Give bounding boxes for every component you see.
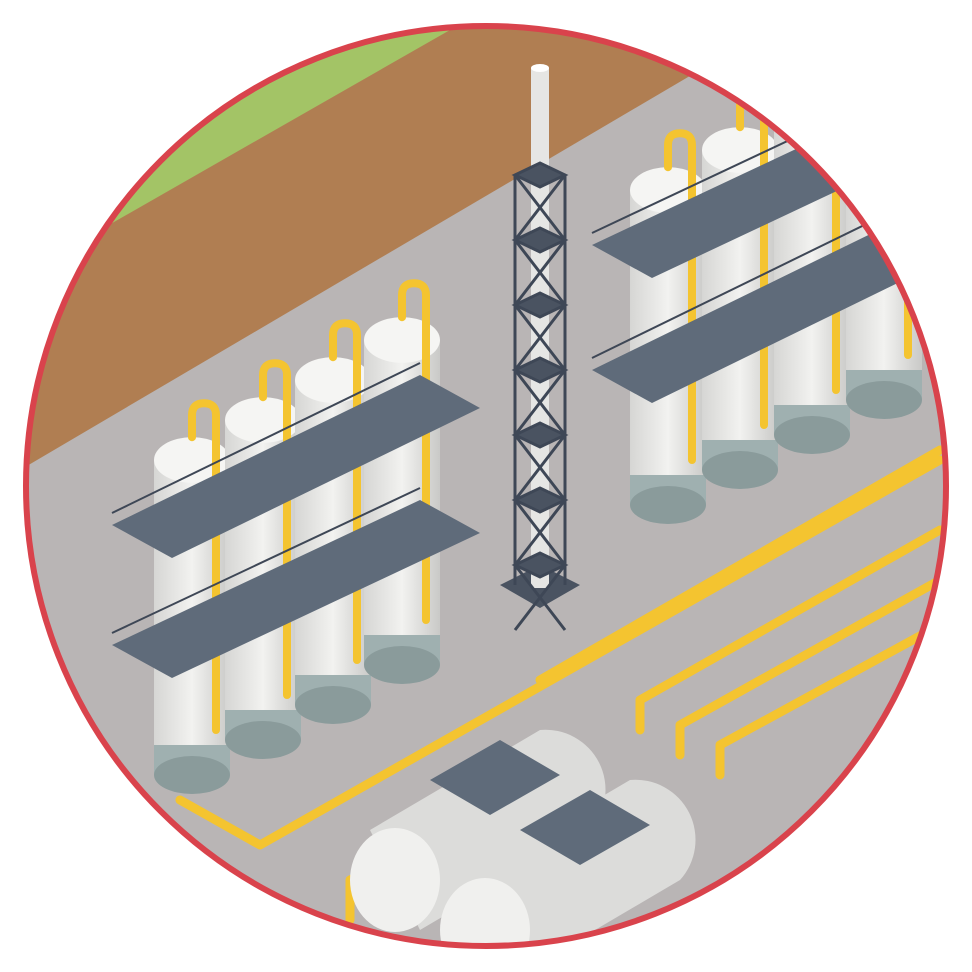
column-base-bottom — [774, 416, 850, 454]
circle-border — [23, 23, 949, 949]
column-base-bottom — [154, 756, 230, 794]
column-pipe — [188, 399, 220, 734]
column-base-bottom — [295, 686, 371, 724]
lattice-brace — [513, 499, 567, 566]
column-dome — [295, 357, 371, 403]
column-base-bottom — [225, 721, 301, 759]
column-pipe — [259, 359, 291, 699]
left-lower-platform-railing — [111, 487, 421, 634]
column-dome — [702, 127, 778, 173]
drum-head — [440, 878, 530, 946]
left-upper-platform-railing — [111, 362, 421, 514]
column-base-bottom — [630, 486, 706, 524]
left-lower-platform — [112, 500, 480, 678]
drum-platform — [520, 790, 650, 865]
column-dome — [364, 317, 440, 363]
column-base-bottom — [702, 451, 778, 489]
stack-top — [531, 64, 549, 72]
lattice-brace — [513, 174, 567, 241]
column-dome — [846, 67, 922, 113]
lattice-brace — [513, 304, 567, 371]
column-pipe — [664, 129, 696, 464]
column-base-bottom — [364, 646, 440, 684]
column-base-bottom — [846, 381, 922, 419]
drum-platform — [430, 740, 560, 815]
flare-stack — [500, 64, 580, 631]
column-dome — [154, 437, 230, 483]
lattice-brace — [513, 369, 567, 436]
left-column-group — [111, 279, 480, 794]
lattice-brace — [513, 434, 567, 501]
drum-back — [350, 729, 606, 932]
lattice-brace — [513, 239, 567, 306]
stack-lattice — [511, 161, 569, 631]
stack-pipe — [531, 68, 549, 588]
drum-head — [350, 828, 440, 932]
left-upper-platform — [112, 375, 480, 558]
drum-front — [440, 779, 696, 946]
column-pipe — [398, 279, 430, 624]
horizontal-drums — [350, 729, 696, 946]
column-dome — [774, 92, 850, 138]
lattice-brace — [513, 564, 567, 631]
column-dome — [225, 397, 301, 443]
column-pipe — [329, 319, 361, 664]
